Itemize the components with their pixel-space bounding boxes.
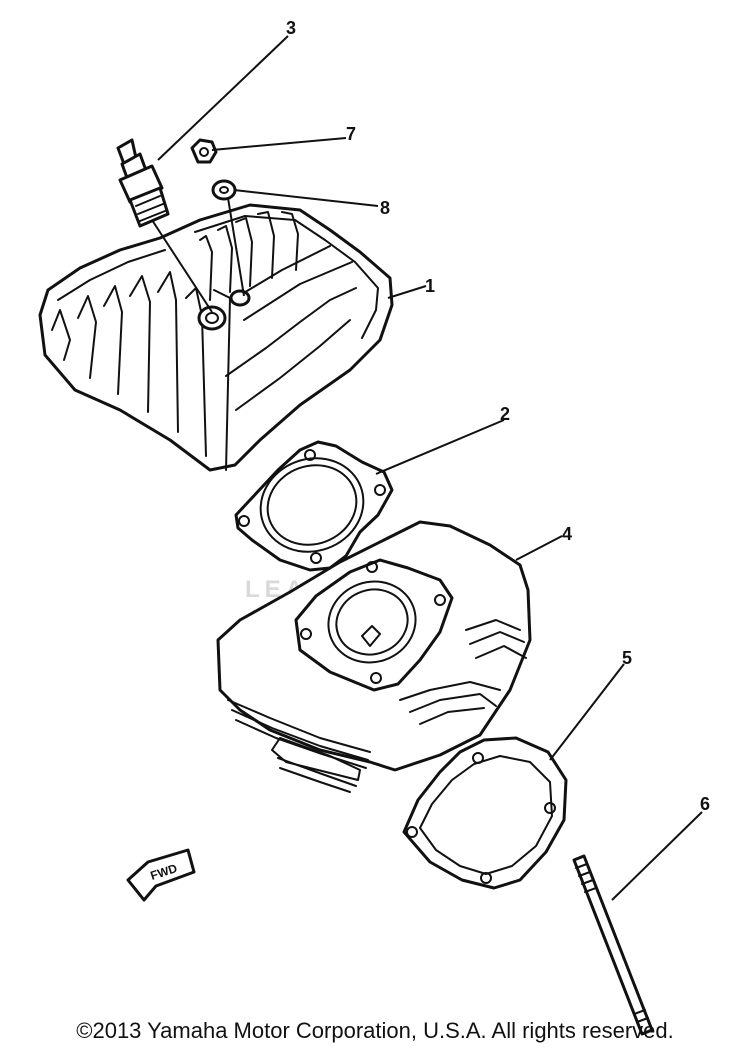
part-washer [211, 179, 237, 201]
part-stud-bolt [572, 854, 654, 1036]
copyright-notice: ©2013 Yamaha Motor Corporation, U.S.A. A… [76, 1018, 674, 1043]
forward-direction-marker: FWD [126, 848, 196, 902]
callout-1: 1 [425, 276, 435, 296]
callout-4: 4 [562, 524, 572, 544]
callout-2: 2 [500, 404, 510, 424]
callout-6: 6 [700, 794, 710, 814]
leader-lines [151, 35, 703, 901]
callout-5: 5 [622, 648, 632, 668]
callout-8: 8 [380, 198, 390, 218]
callout-7: 7 [346, 124, 356, 144]
part-base-gasket [402, 736, 568, 890]
callout-labels: 1 2 3 4 5 6 7 8 [286, 18, 710, 814]
part-cylinder [216, 520, 532, 793]
part-head-gasket [234, 440, 394, 572]
part-nut [190, 138, 218, 164]
part-spark-plug [116, 138, 170, 228]
part-cylinder-head [38, 203, 394, 472]
callout-3: 3 [286, 18, 296, 38]
